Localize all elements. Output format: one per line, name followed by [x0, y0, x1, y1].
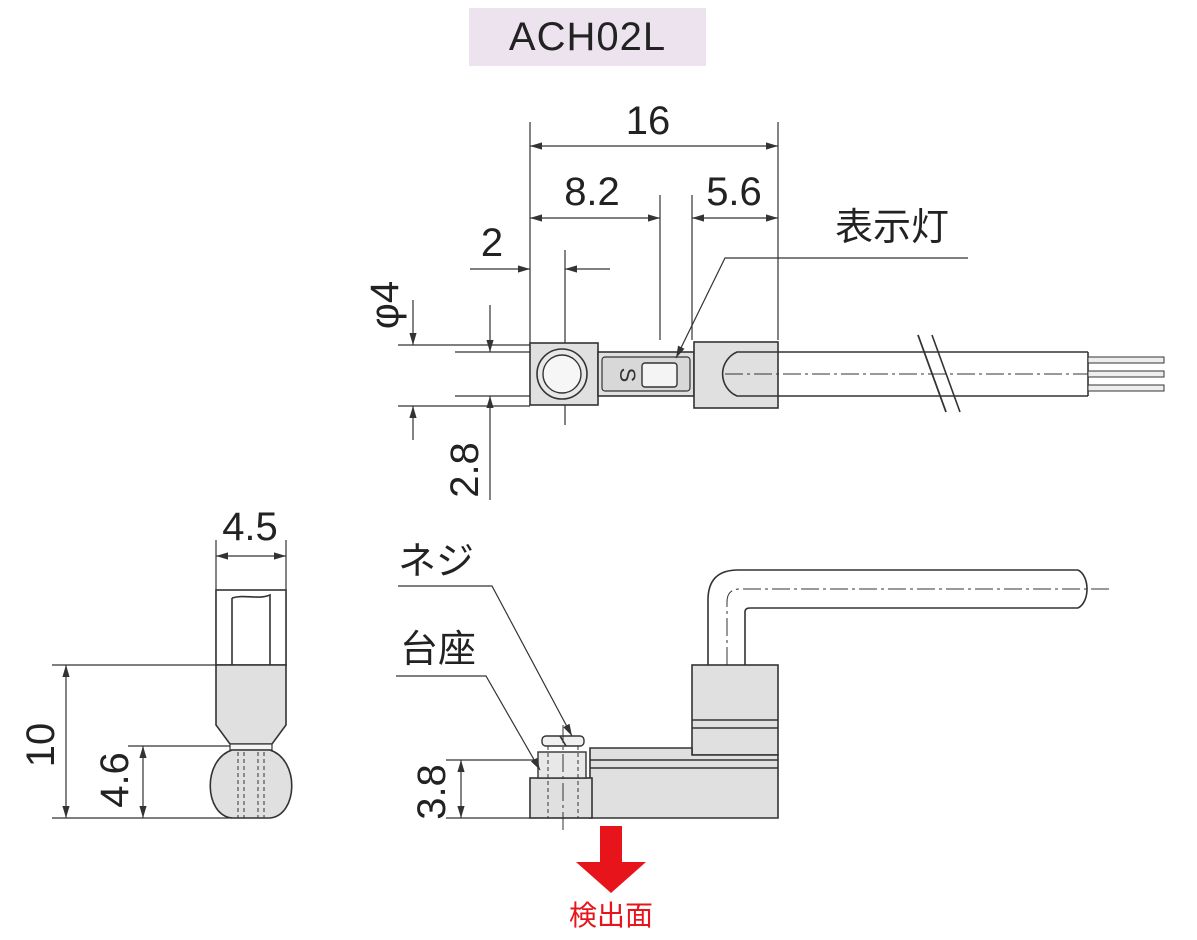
- top-marking-s: S: [615, 368, 640, 383]
- model-title: ACH02L: [508, 14, 667, 59]
- dim-text-4-6: 4.6: [93, 752, 137, 808]
- detection-arrow: [576, 826, 646, 893]
- end-screw-ball: [209, 749, 293, 819]
- title-box: ACH02L: [469, 8, 706, 66]
- indicator-label: 表示灯: [835, 205, 949, 249]
- end-body: [215, 664, 287, 745]
- indicator-lamp: [641, 362, 678, 388]
- side-sensor-body: [589, 747, 779, 819]
- detect-label: 検出面: [569, 899, 653, 932]
- dim-text-5-6: 5.6: [706, 170, 762, 214]
- dim-text-2: 2: [481, 221, 503, 265]
- side-view: 3.8 ネジ 台座 検出面: [396, 539, 1110, 932]
- side-screw-shank: [537, 751, 587, 779]
- dim-text-3-8: 3.8: [410, 764, 454, 820]
- screw-label: ネジ: [398, 539, 474, 583]
- dim-text-16: 16: [626, 99, 671, 143]
- side-base-block: [529, 777, 593, 819]
- dim-text-4-5: 4.5: [222, 505, 278, 549]
- dim-text-diameter: φ4: [363, 281, 407, 329]
- dim-text-8-2: 8.2: [564, 170, 620, 214]
- end-view: 4.5 10 4.6: [19, 505, 293, 819]
- base-label: 台座: [400, 627, 476, 671]
- side-cable-holder: [691, 664, 779, 756]
- top-view: 16 8.2 5.6 2 φ4 2.8 S: [363, 99, 1165, 500]
- dim-text-10: 10: [19, 723, 63, 768]
- dim-text-height: 2.8: [443, 442, 487, 498]
